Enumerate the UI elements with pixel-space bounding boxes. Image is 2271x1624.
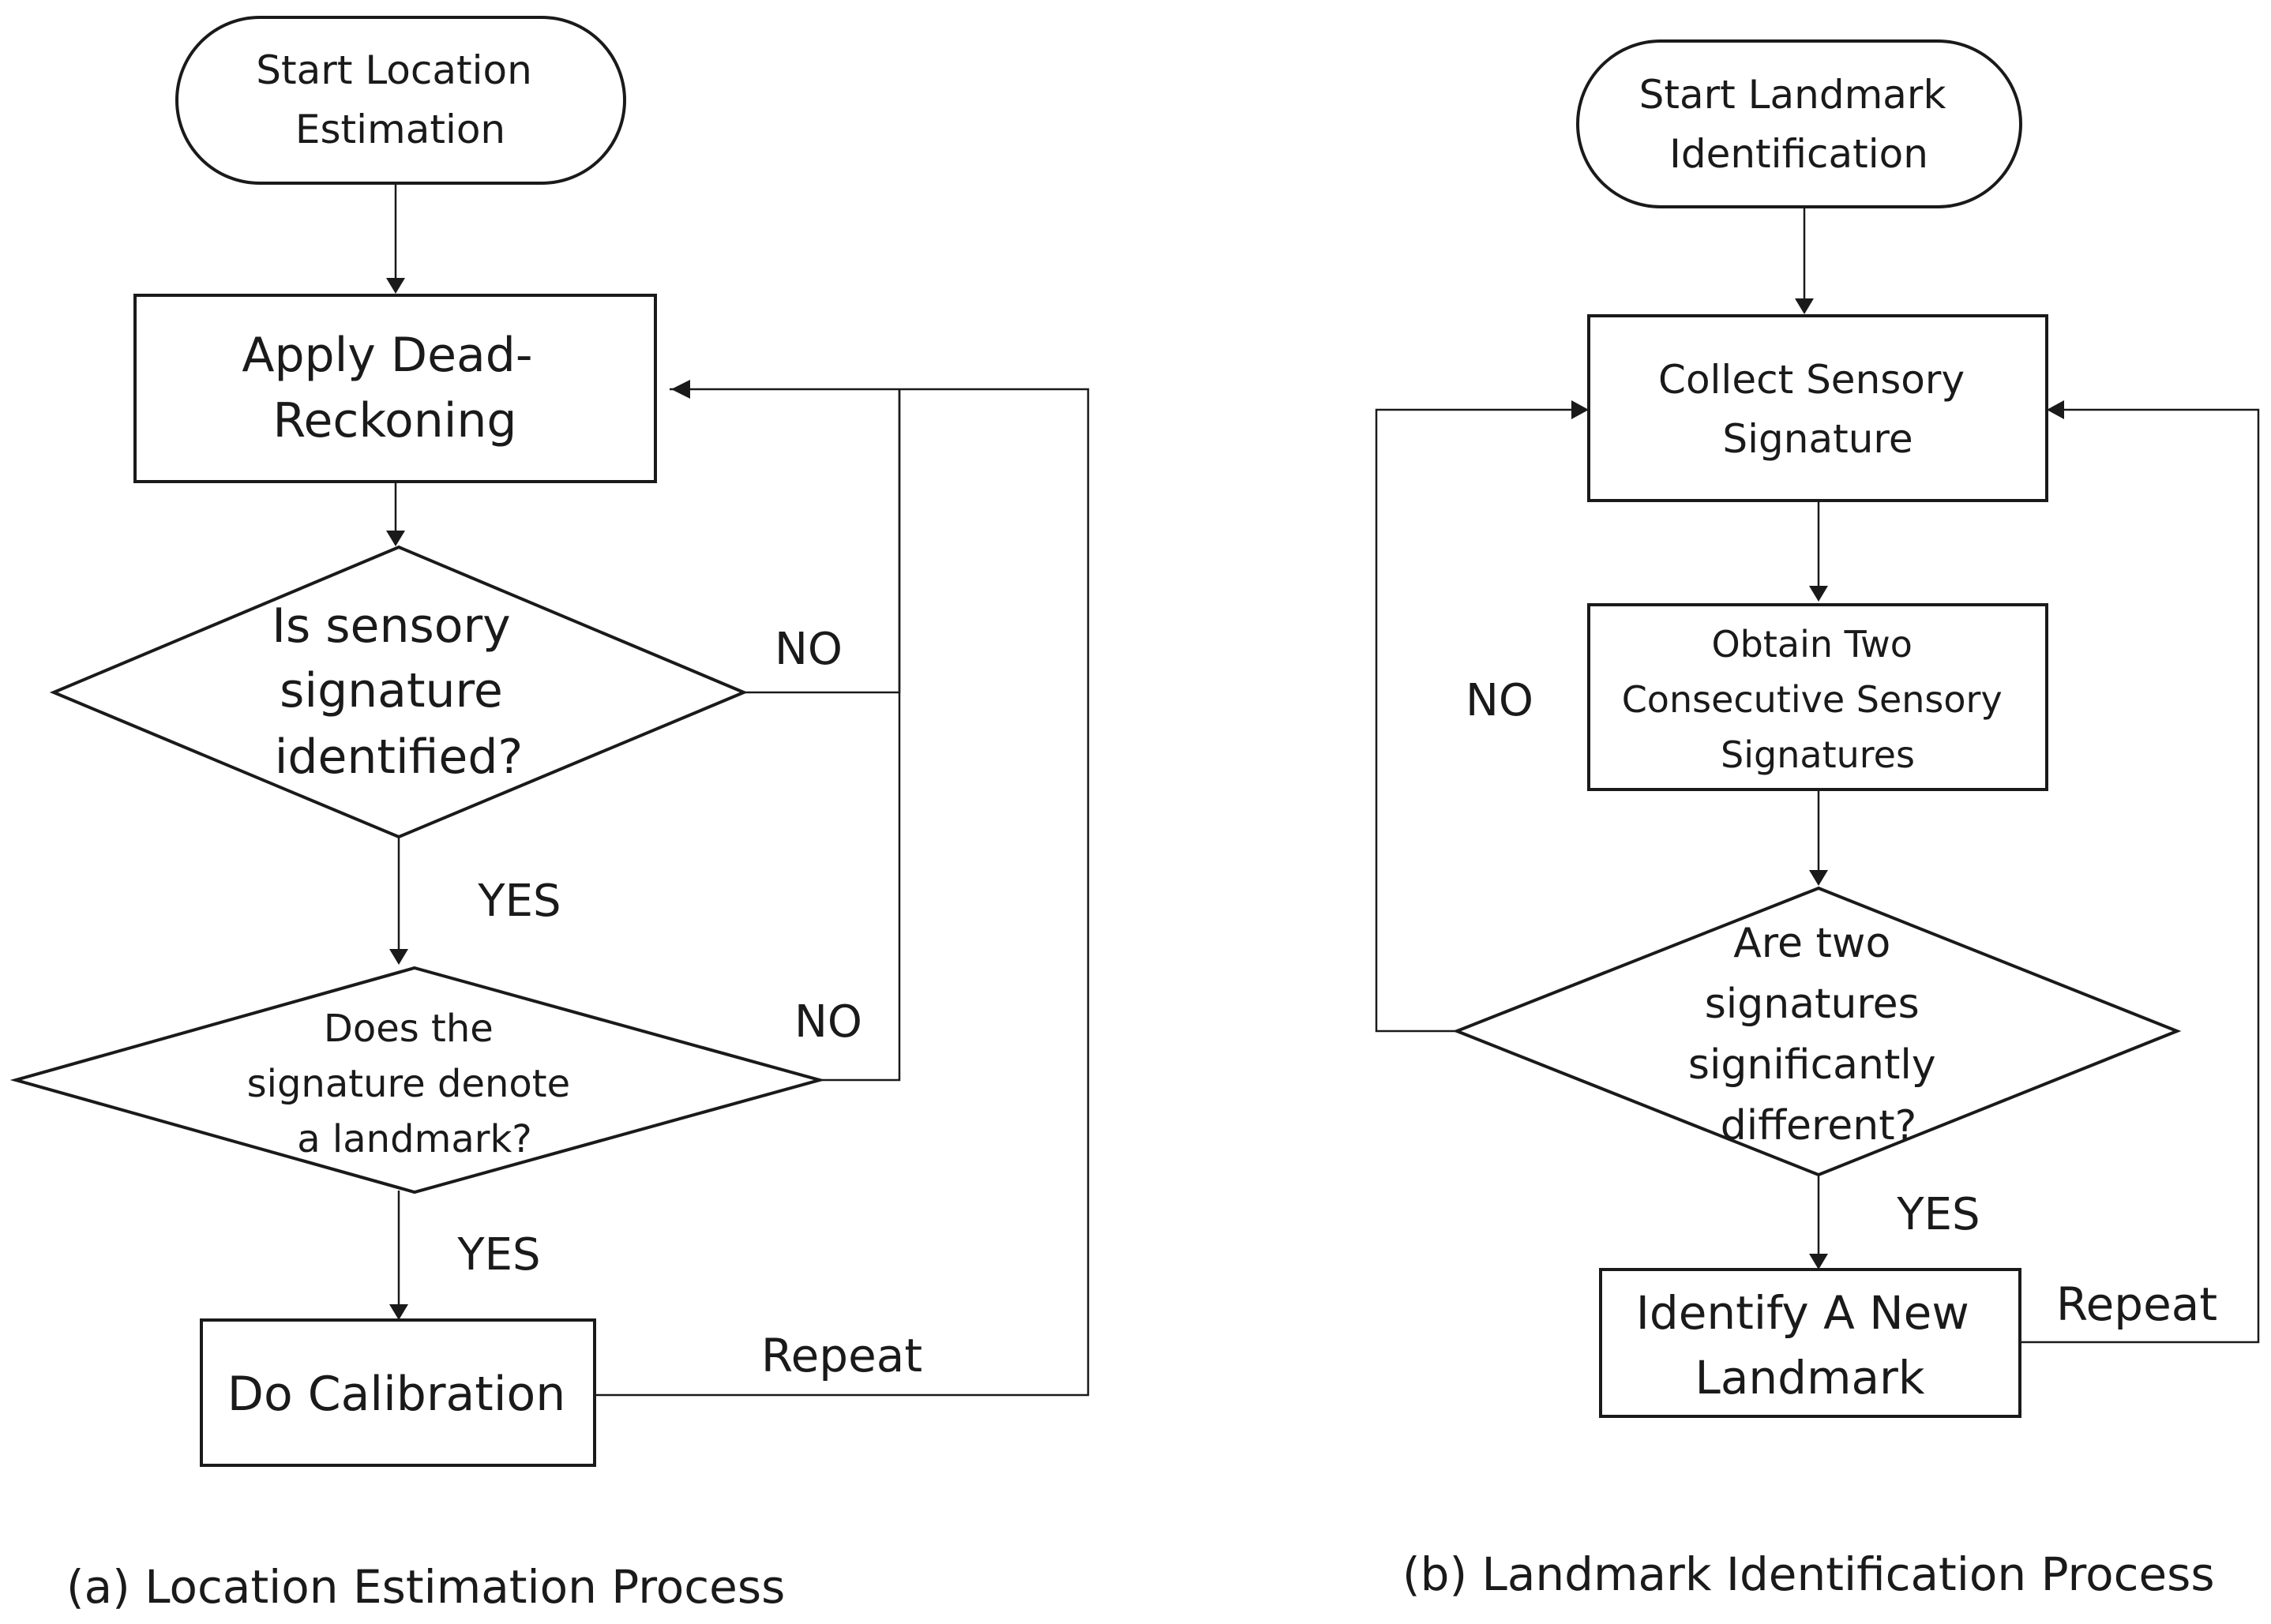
- text-line: signature: [280, 663, 503, 718]
- text-line: Start Location: [256, 47, 532, 93]
- text-line: Is sensory: [272, 598, 510, 654]
- no-label-1: NO: [775, 624, 843, 675]
- text-line: Start Landmark: [1639, 72, 1946, 118]
- text-line: Apply Dead-: [242, 328, 532, 383]
- text-line: Signatures: [1721, 733, 1915, 776]
- edge-decision-landmark-no: [820, 389, 901, 1082]
- caption-a: (a) Location Estimation Process: [66, 1560, 785, 1614]
- repeat-label: Repeat: [2056, 1277, 2217, 1331]
- arrowhead: [1809, 586, 1828, 602]
- signature-denote-landmark-label: Does the signature denote a landmark?: [247, 1007, 583, 1161]
- diagram-b: Start Landmark Identification Collect Se…: [1375, 39, 2260, 1601]
- arrowhead: [389, 1304, 408, 1320]
- arrowhead: [1571, 400, 1589, 419]
- sensory-signature-identified-label: Is sensory signature identified?: [272, 598, 525, 785]
- text-line: Landmark: [1695, 1351, 1925, 1405]
- text-line: significantly: [1688, 1041, 1936, 1089]
- text-line: a landmark?: [297, 1117, 532, 1161]
- edge-calibration-repeat: [595, 388, 1090, 1397]
- text-line: Obtain Two: [1711, 623, 1912, 666]
- text-line: identified?: [275, 729, 524, 785]
- yes-label-1: YES: [477, 876, 561, 927]
- text-line: Estimation: [295, 107, 505, 152]
- collect-sensory-signature-label: Collect Sensory Signature: [1658, 357, 1977, 462]
- arrowhead: [671, 380, 690, 399]
- text-line: Identify A New: [1636, 1286, 1969, 1340]
- start-location-estimation-label: Start Location Estimation: [256, 47, 544, 152]
- edge-decision-no: [1375, 408, 1573, 1033]
- do-calibration-box: [200, 1318, 596, 1467]
- text-line: signature denote: [247, 1062, 571, 1106]
- signatures-different-decision: [1452, 886, 2182, 1177]
- no-label: NO: [1466, 675, 1533, 726]
- yes-label-2: YES: [456, 1229, 540, 1281]
- arrowhead: [389, 949, 408, 965]
- arrowhead: [1809, 870, 1828, 886]
- apply-dead-reckoning-box: [133, 294, 657, 483]
- sensory-signature-identified-decision: [49, 545, 749, 839]
- apply-dead-reckoning-label: Apply Dead- Reckoning: [242, 328, 547, 448]
- do-calibration-label: Do Calibration: [227, 1367, 565, 1422]
- text-line: Consecutive Sensory: [1622, 678, 2003, 721]
- text-line: different?: [1721, 1102, 1916, 1150]
- yes-label: YES: [1896, 1189, 1980, 1240]
- arrowhead: [1809, 1254, 1828, 1270]
- start-landmark-identification-label: Start Landmark Identification: [1639, 72, 1959, 177]
- text-line: Are two: [1733, 920, 1890, 967]
- start-location-estimation-terminal: [175, 16, 626, 185]
- start-landmark-identification-terminal: [1576, 39, 2022, 208]
- text-line: Collect Sensory: [1658, 357, 1965, 403]
- text-line: Reckoning: [272, 393, 516, 448]
- collect-sensory-signature-box: [1587, 314, 2048, 502]
- signature-denote-landmark-decision: [9, 966, 826, 1195]
- arrowhead: [2047, 400, 2064, 419]
- text-line: Identification: [1669, 131, 1928, 177]
- edge-identify-repeat: [2020, 408, 2260, 1344]
- arrowhead: [386, 531, 405, 546]
- obtain-two-signatures-box: [1587, 603, 2048, 791]
- caption-b: (b) Landmark Identification Process: [1402, 1547, 2215, 1601]
- no-label-2: NO: [794, 996, 862, 1048]
- diagram-a: Start Location Estimation Apply Dead- Re…: [9, 16, 1090, 1614]
- obtain-two-signatures-label: Obtain Two Consecutive Sensory Signature…: [1622, 623, 2014, 776]
- signatures-different-label: Are two signatures significantly differe…: [1688, 920, 1949, 1150]
- arrowhead: [386, 278, 405, 294]
- text-line: Signature: [1722, 416, 1913, 462]
- text-line: Does the: [324, 1007, 494, 1051]
- repeat-label: Repeat: [761, 1329, 922, 1382]
- identify-new-landmark-label: Identify A New Landmark: [1636, 1286, 1984, 1405]
- text-line: signatures: [1705, 981, 1920, 1028]
- arrowhead: [1795, 298, 1814, 314]
- identify-new-landmark-box: [1599, 1268, 2021, 1418]
